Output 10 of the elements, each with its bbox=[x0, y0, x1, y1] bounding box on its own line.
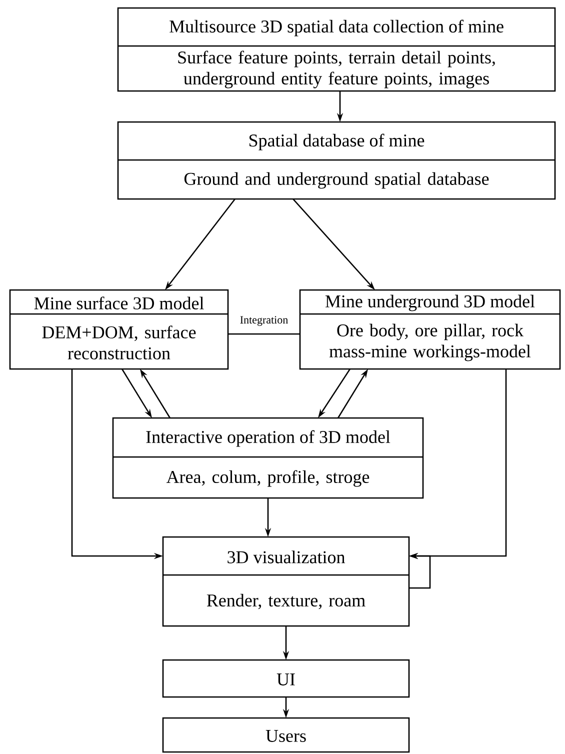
process-box: Interactive operation of 3D model Area, colum, profile, stroge bbox=[112, 417, 424, 499]
process-box: Multisource 3D spatial data collection of mine Surface feature points, terrain detail points, underground entity feature points, images bbox=[117, 7, 556, 92]
process-box: Mine surface 3D model DEM+DOM, surface reconstruction bbox=[9, 289, 229, 370]
process-box: Mine underground 3D model Ore body, ore pillar, rock mass-mine workings-model bbox=[299, 289, 561, 370]
edge-label: Integration bbox=[238, 315, 290, 327]
process-box: 3D visualization Render, texture, roam bbox=[162, 536, 410, 627]
process-box: Users bbox=[162, 717, 410, 753]
process-box: UI bbox=[162, 659, 410, 698]
connector-line bbox=[228, 333, 300, 335]
process-box: Spatial database of mine Ground and underground spatial database bbox=[117, 121, 556, 200]
